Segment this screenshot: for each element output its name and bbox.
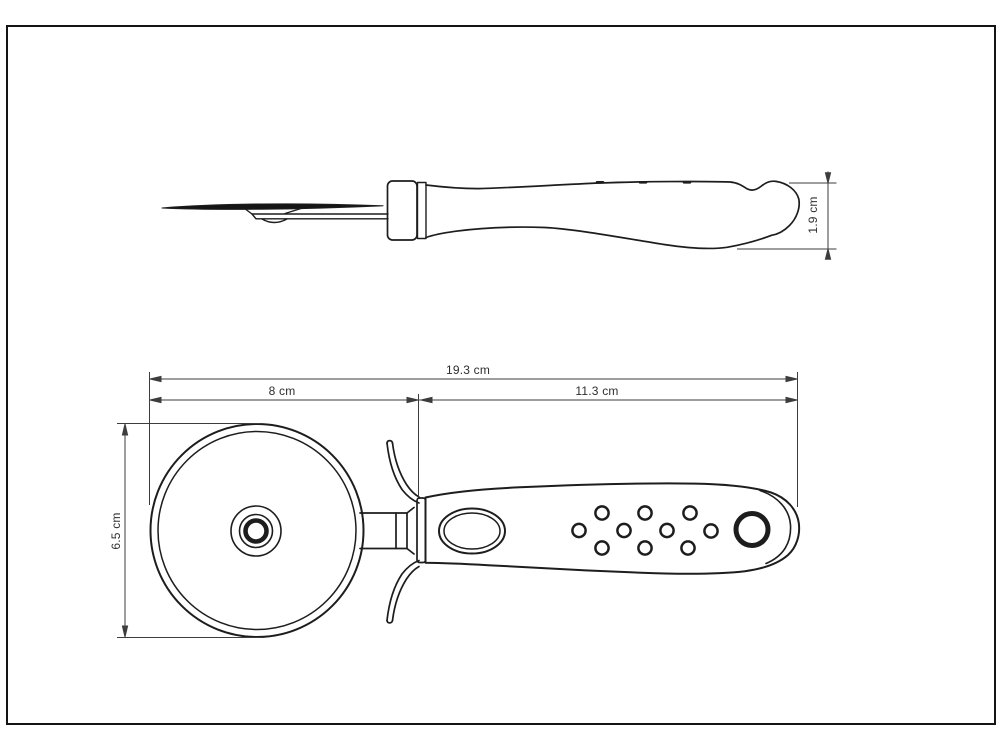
collar-band-side — [416, 181, 427, 240]
finger-guard — [386, 439, 420, 624]
handle-plan-outline — [424, 482, 801, 575]
grip-dimples — [571, 505, 719, 556]
hub-bump — [261, 218, 288, 224]
handle-side-outline — [425, 180, 801, 250]
side-view — [161, 180, 801, 250]
thumb-oval-inner — [443, 512, 501, 550]
dim-lines-plan — [117, 372, 798, 638]
dim-handle-thickness — [737, 171, 837, 260]
arrowhead-down — [824, 248, 832, 260]
stem-side — [245, 207, 389, 224]
dim-label-wheel-diameter: 6.5 cm — [109, 512, 123, 550]
collar-side — [386, 180, 418, 241]
arrowhead-up — [824, 172, 832, 184]
dim-label-handle-length: 11.3 cm — [575, 384, 619, 398]
wheel-outer-circle — [149, 423, 365, 638]
wheel-hub — [230, 505, 282, 557]
page-border-frame — [6, 25, 996, 725]
dim-label-head-width: 8 cm — [268, 384, 296, 398]
hub-rivet-ring — [243, 518, 269, 544]
thumb-oval-outer — [438, 507, 506, 555]
dim-label-handle-thickness: 1.9 cm — [806, 196, 820, 234]
blade-bevel-line — [284, 207, 302, 215]
endcap-inner-line — [759, 489, 792, 565]
wheel-inner-circle — [157, 430, 357, 631]
hanging-hole — [733, 511, 771, 548]
dim-label-total-length: 19.3 cm — [445, 363, 491, 377]
plan-view — [149, 423, 801, 638]
wheel-blade-edge — [161, 203, 384, 210]
neck — [359, 506, 415, 555]
ferrule-plan — [416, 497, 427, 564]
